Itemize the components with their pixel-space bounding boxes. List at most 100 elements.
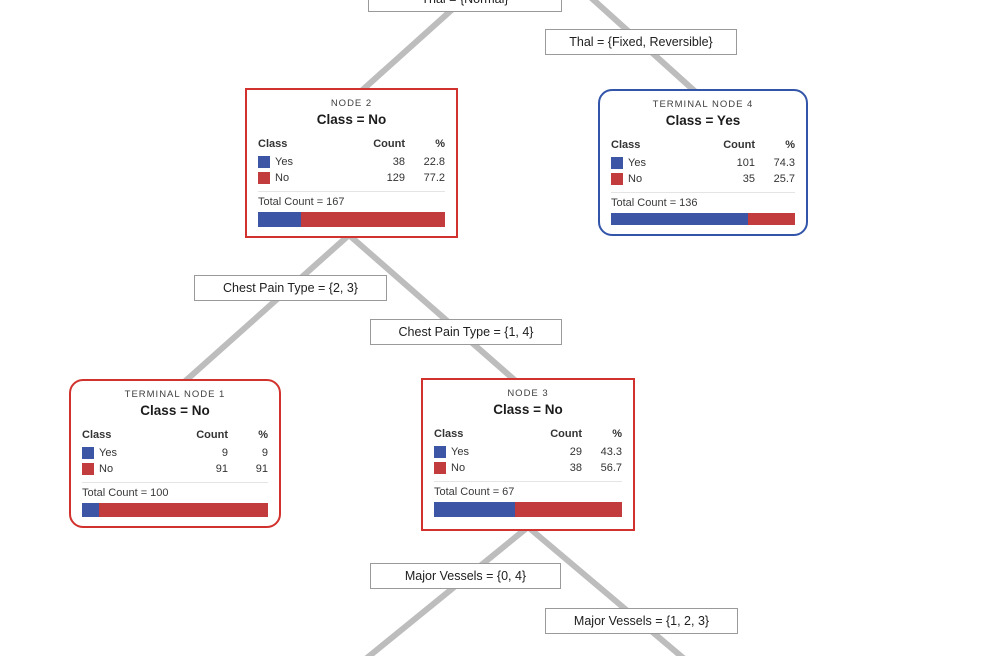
edge-label-chest-pain-1-4: Chest Pain Type = {1, 4} <box>370 319 562 345</box>
yes-color-swatch <box>82 447 94 459</box>
distribution-bar <box>258 212 445 227</box>
count-column-header: Count <box>550 428 582 440</box>
no-row-label: No <box>99 463 114 475</box>
yes-count: 29 <box>569 446 582 458</box>
tree-edge <box>526 524 686 656</box>
yes-row-label: Yes <box>275 156 293 168</box>
no-count: 91 <box>215 463 228 475</box>
no-percent: 77.2 <box>423 172 445 184</box>
edge-label-thal-fixed-reversible: Thal = {Fixed, Reversible} <box>545 29 737 55</box>
yes-row: Yes 9 9 <box>82 445 268 461</box>
count-column-header: Count <box>196 429 228 441</box>
yes-row-label: Yes <box>451 446 469 458</box>
tree-edge <box>355 3 459 97</box>
tree-edge <box>180 232 351 387</box>
percent-column-header: % <box>258 429 268 441</box>
table-header-row: Class Count % <box>434 426 622 442</box>
yes-row-label: Yes <box>99 447 117 459</box>
distribution-bar <box>82 503 268 517</box>
bar-segment-yes <box>258 212 301 227</box>
bar-segment-no <box>747 213 795 225</box>
yes-color-swatch <box>611 157 623 169</box>
edge-label-thal-normal: Thal = {Normal} <box>368 0 562 12</box>
edge-label-major-vessels-0-4: Major Vessels = {0, 4} <box>370 563 561 589</box>
tree-edge <box>364 524 530 656</box>
table-header-row: Class Count % <box>258 136 445 152</box>
class-column-header: Class <box>258 138 288 150</box>
edge-label-major-vessels-1-2-3: Major Vessels = {1, 2, 3} <box>545 608 738 634</box>
terminal-node-1[interactable]: TERMINAL NODE 1 Class = No Class Count %… <box>69 379 281 528</box>
bar-segment-yes <box>611 213 748 225</box>
yes-count: 9 <box>221 447 228 459</box>
total-count-label: Total Count = 67 <box>434 481 622 499</box>
node-3[interactable]: NODE 3 Class = No Class Count % Yes 29 4… <box>421 378 635 531</box>
terminal-node-4[interactable]: TERMINAL NODE 4 Class = Yes Class Count … <box>598 89 808 236</box>
table-header-row: Class Count % <box>82 427 268 443</box>
node-2[interactable]: NODE 2 Class = No Class Count % Yes 38 2… <box>245 88 458 238</box>
percent-column-header: % <box>435 138 445 150</box>
total-count-label: Total Count = 100 <box>82 482 268 500</box>
yes-color-swatch <box>258 156 270 168</box>
no-color-swatch <box>611 173 623 185</box>
no-row: No 91 91 <box>82 461 268 477</box>
class-column-header: Class <box>82 429 112 441</box>
node-class-assignment: Class = No <box>316 112 387 127</box>
percent-column-header: % <box>612 428 622 440</box>
no-row: No 35 25.7 <box>611 171 795 187</box>
percent-column-header: % <box>785 139 795 151</box>
total-count-label: Total Count = 136 <box>611 192 795 210</box>
class-distribution-table: Class Count % Yes 38 22.8 No 129 77.2 <box>258 136 445 186</box>
no-row: No 38 56.7 <box>434 460 622 476</box>
table-header-row: Class Count % <box>611 137 795 153</box>
count-column-header: Count <box>723 139 755 151</box>
bar-segment-no <box>98 503 268 517</box>
no-row-label: No <box>451 462 466 474</box>
class-column-header: Class <box>434 428 464 440</box>
class-distribution-table: Class Count % Yes 9 9 No 91 91 <box>82 427 268 477</box>
no-count: 129 <box>386 172 405 184</box>
no-row-label: No <box>628 173 643 185</box>
yes-percent: 9 <box>261 447 268 459</box>
bar-segment-yes <box>434 502 516 517</box>
no-count: 35 <box>742 173 755 185</box>
no-row: No 129 77.2 <box>258 170 445 186</box>
class-column-header: Class <box>611 139 641 151</box>
node-title: NODE 2 <box>330 98 373 109</box>
no-percent: 56.7 <box>600 462 622 474</box>
node-class-assignment: Class = No <box>140 403 210 418</box>
yes-percent: 74.3 <box>773 157 795 169</box>
node-class-assignment: Class = No <box>493 402 563 417</box>
no-color-swatch <box>82 463 94 475</box>
distribution-bar <box>611 213 795 225</box>
total-count-label: Total Count = 167 <box>258 191 445 209</box>
yes-count: 101 <box>736 157 755 169</box>
yes-color-swatch <box>434 446 446 458</box>
node-title: NODE 3 <box>507 388 549 399</box>
yes-row: Yes 38 22.8 <box>258 154 445 170</box>
yes-percent: 22.8 <box>423 156 445 168</box>
yes-count: 38 <box>392 156 405 168</box>
distribution-bar <box>434 502 622 517</box>
node-title: TERMINAL NODE 1 <box>124 389 226 400</box>
bar-segment-yes <box>82 503 99 517</box>
bar-segment-no <box>300 212 445 227</box>
count-column-header: Count <box>373 138 405 150</box>
no-color-swatch <box>434 462 446 474</box>
no-percent: 25.7 <box>773 173 795 185</box>
node-title: TERMINAL NODE 4 <box>652 99 754 110</box>
yes-row-label: Yes <box>628 157 646 169</box>
no-row-label: No <box>275 172 290 184</box>
tree-edge <box>347 232 520 386</box>
class-distribution-table: Class Count % Yes 101 74.3 No 35 25.7 <box>611 137 795 187</box>
node-class-assignment: Class = Yes <box>665 113 741 128</box>
class-distribution-table: Class Count % Yes 29 43.3 No 38 56.7 <box>434 426 622 476</box>
no-count: 38 <box>569 462 582 474</box>
yes-row: Yes 101 74.3 <box>611 155 795 171</box>
yes-row: Yes 29 43.3 <box>434 444 622 460</box>
no-color-swatch <box>258 172 270 184</box>
edge-label-chest-pain-2-3: Chest Pain Type = {2, 3} <box>194 275 387 301</box>
no-percent: 91 <box>255 463 268 475</box>
yes-percent: 43.3 <box>600 446 622 458</box>
